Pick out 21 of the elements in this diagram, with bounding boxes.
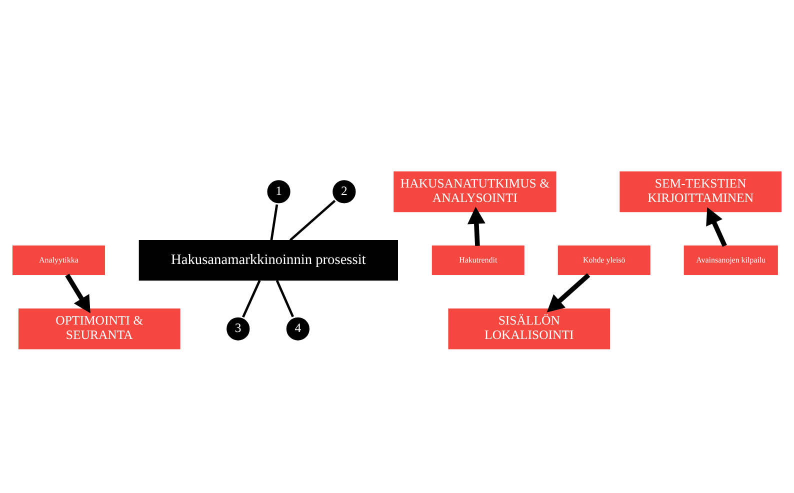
node-box: Analyytikka	[12, 245, 105, 275]
node-circle: 3	[224, 314, 252, 342]
connector	[242, 279, 261, 318]
node-box: Hakutrendit	[432, 245, 524, 275]
node-box: SEM-TEKSTIEN KIRJOITTAMINEN	[620, 170, 782, 212]
node-circle: 4	[284, 314, 312, 342]
node-box: Avainsanojen kilpailu	[684, 245, 778, 275]
node-circle: 1	[264, 177, 293, 206]
node-box: OPTIMOINTI & SEURANTA	[18, 308, 180, 349]
node-box: HAKUSANATUTKIMUS & ANALYSOINTI	[394, 170, 556, 212]
connector	[276, 280, 294, 317]
connector	[289, 199, 336, 241]
node-box: Kohde yleisö	[558, 245, 650, 275]
node-box: Hakusanamarkkinoinnin prosessit	[138, 239, 398, 280]
arrow	[65, 273, 90, 313]
connector	[270, 204, 278, 240]
node-circle: 2	[330, 177, 358, 206]
arrow	[546, 272, 590, 312]
arrow	[467, 206, 486, 246]
node-box: SISÄLLÖN LOKALISOINTI	[448, 308, 610, 349]
arrow	[706, 206, 727, 246]
